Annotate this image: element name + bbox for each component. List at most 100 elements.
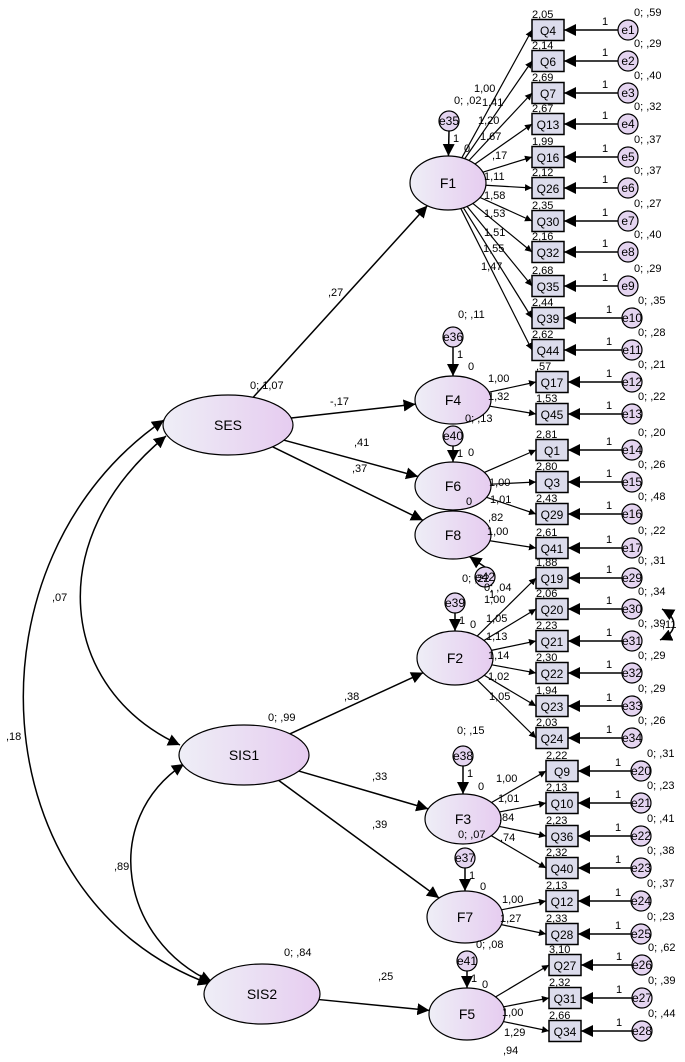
disturbance-e35	[438, 110, 460, 132]
weight-e33: 1	[606, 692, 612, 704]
error-e10	[621, 307, 643, 329]
loading-f5-q31	[503, 995, 550, 1008]
loading-value-f2-2: 1,13	[486, 631, 507, 643]
error-variance-e6: 0; ,37	[634, 165, 662, 177]
loading-f2-q19	[476, 577, 537, 637]
item-box-q17	[535, 370, 569, 394]
error-e25	[630, 923, 652, 945]
item-label-q7: Q7	[540, 87, 556, 101]
weight-e7: 1	[602, 207, 608, 219]
error-e16	[621, 503, 643, 525]
item-mean-q40: 2,32	[546, 847, 567, 859]
item-label-q34: Q34	[554, 1025, 577, 1039]
loading-f1-q7	[468, 92, 533, 161]
latent-label-f6: F6	[445, 478, 462, 494]
error-variance-e5: 0; ,37	[634, 134, 662, 146]
disturbance-label-e42: e42	[475, 570, 495, 584]
item-mean-q4: 2,05	[532, 9, 553, 21]
error-label-e9: e9	[621, 279, 635, 293]
error-label-e17: e17	[622, 541, 642, 555]
item-mean-q34: 2,66	[549, 1010, 570, 1022]
item-box-q4	[531, 18, 565, 42]
item-label-q31: Q31	[554, 992, 577, 1006]
weight-e6: 1	[602, 174, 608, 186]
error-label-e33: e33	[622, 699, 642, 713]
loading-value-f3-1: 1,01	[498, 793, 519, 805]
item-box-q29	[535, 502, 569, 526]
error-e14	[621, 439, 643, 461]
path-coef-ses-f6: ,41	[354, 437, 369, 449]
weight-e29: 1	[606, 564, 612, 576]
error-variance-e32: 0; ,29	[638, 650, 666, 662]
disturbance-weight-e35: 1	[453, 133, 459, 145]
weight-e25: 1	[615, 920, 621, 932]
error-variance-e21: 0; ,23	[647, 780, 675, 792]
error-label-e32: e32	[622, 666, 642, 680]
structural-path-ses-f4	[291, 399, 416, 419]
error-variance-e14: 0; ,20	[638, 427, 666, 439]
item-label-q20: Q20	[541, 603, 564, 617]
item-label-q41: Q41	[541, 542, 564, 556]
loading-f3-q10	[499, 800, 547, 813]
item-mean-q16: 1,99	[532, 136, 553, 148]
loading-value-f1-5: ,17	[492, 150, 507, 162]
item-mean-q10: 2,13	[546, 782, 567, 794]
item-mean-q31: 2,32	[549, 977, 570, 989]
loading-value-f1-8: 1,53	[484, 208, 505, 220]
item-label-q35: Q35	[537, 280, 560, 294]
loading-f4-q17	[488, 380, 537, 393]
item-label-q23: Q23	[541, 700, 564, 714]
error-variance-e13: 0; ,22	[638, 391, 666, 403]
item-mean-q13: 2,67	[532, 103, 553, 115]
item-box-q24	[535, 726, 569, 750]
item-box-q35	[531, 274, 565, 298]
error-e3	[617, 82, 639, 104]
item-box-q6	[531, 49, 565, 73]
latent-label-f2: F2	[447, 650, 464, 666]
item-mean-q21: 2,23	[536, 620, 557, 632]
loading-value-f6-1: 1,01	[490, 494, 511, 506]
item-mean-q26: 2,12	[532, 167, 553, 179]
item-mean-q12: 2,13	[546, 880, 567, 892]
variance-sis2: 0; ,84	[284, 947, 312, 959]
disturbance-variance-e39: 0; ,04	[484, 582, 512, 594]
error-e8	[617, 241, 639, 263]
error-label-e22: e22	[631, 829, 651, 843]
error-variance-e4: 0; ,32	[634, 101, 662, 113]
weight-e11: 1	[606, 336, 612, 348]
item-mean-q20: 2,06	[536, 588, 557, 600]
item-box-q20	[535, 597, 569, 621]
error-variance-e24: 0; ,37	[647, 878, 675, 890]
disturbance-e39	[444, 592, 466, 614]
loading-f1-q44	[460, 208, 533, 351]
covariance-e30-e31: ,11	[662, 619, 676, 631]
latent-ses	[162, 394, 294, 456]
error-e22	[630, 825, 652, 847]
item-mean-q9: 2,22	[546, 750, 567, 762]
latent-label-sis2: SIS2	[247, 986, 278, 1002]
item-box-q32	[531, 240, 565, 264]
covariance-sis1-sis2: ,89	[114, 861, 129, 873]
weight-e23: 1	[615, 854, 621, 866]
weight-e3: 1	[602, 79, 608, 91]
loading-value-f5-0: 1,00	[502, 1007, 523, 1019]
item-mean-q3: 2,80	[536, 461, 557, 473]
covariance-sis1-sis2	[130, 763, 213, 983]
error-e29	[621, 567, 643, 589]
structural-path-ses-f1	[252, 205, 428, 398]
error-e24	[630, 890, 652, 912]
loading-value-f2-1: 1,05	[486, 613, 507, 625]
disturbance-e41	[456, 950, 478, 972]
disturbance-variance-e37: 0; ,07	[458, 829, 486, 841]
weight-e22: 1	[615, 822, 621, 834]
weight-e8: 1	[602, 238, 608, 250]
item-label-q32: Q32	[537, 246, 560, 260]
error-e1	[617, 19, 639, 41]
item-box-q19	[535, 566, 569, 590]
latent-f1	[409, 155, 487, 211]
loading-f1-q32	[472, 202, 533, 253]
loading-f2-q24	[476, 679, 537, 739]
item-mean-q6: 2,14	[532, 40, 553, 52]
loading-value-f5-2: ,94	[503, 1045, 518, 1057]
